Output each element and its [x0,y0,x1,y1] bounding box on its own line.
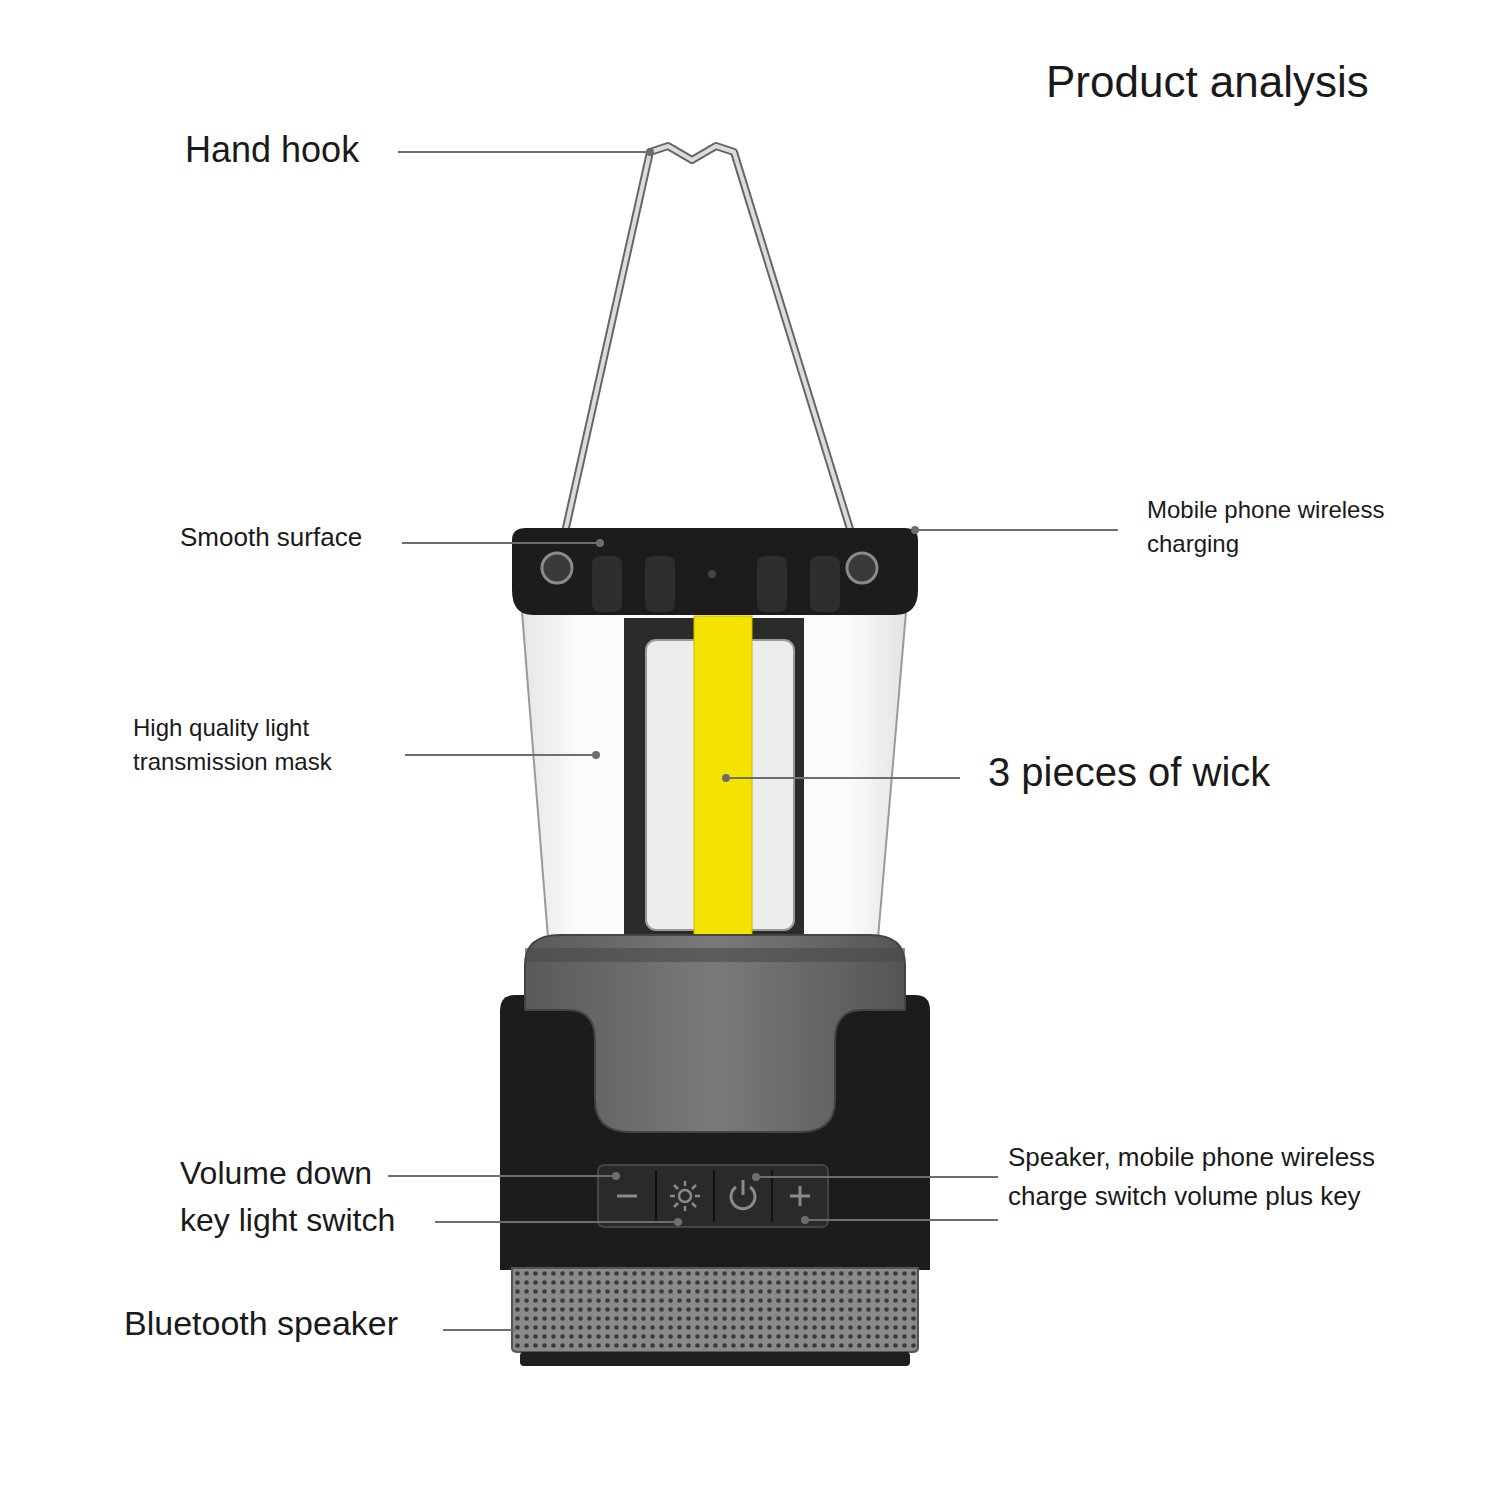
part-label: 3 pieces of wick [988,748,1270,796]
part-label: Hand hook [185,128,359,171]
part-label: Bluetooth speaker [124,1303,398,1344]
page-title: Product analysis [1046,50,1369,114]
power-icon [731,1180,755,1209]
top-cap [512,528,918,615]
minus-icon [617,1195,637,1198]
handle-wire-highlight [557,146,862,568]
part-label: Speaker, mobile phone wireless charge sw… [1008,1138,1408,1216]
part-label: Mobile phone wireless charging [1147,493,1447,563]
part-label: Volume down [180,1154,372,1192]
light-mask [522,612,906,938]
handle-knob [542,553,572,583]
part-label: High quality light transmission mask [133,711,378,781]
button-panel [598,1165,828,1227]
cob-wick [694,616,752,936]
part-label: Smooth surface [180,522,362,553]
collar [525,935,905,1132]
handle-wire [557,146,862,568]
speaker-grille [512,1268,918,1352]
part-label: key light switch [180,1201,395,1239]
base-rim [520,1352,910,1366]
light-icon [670,1181,700,1211]
plus-icon [790,1186,810,1206]
handle-knob [847,553,877,583]
